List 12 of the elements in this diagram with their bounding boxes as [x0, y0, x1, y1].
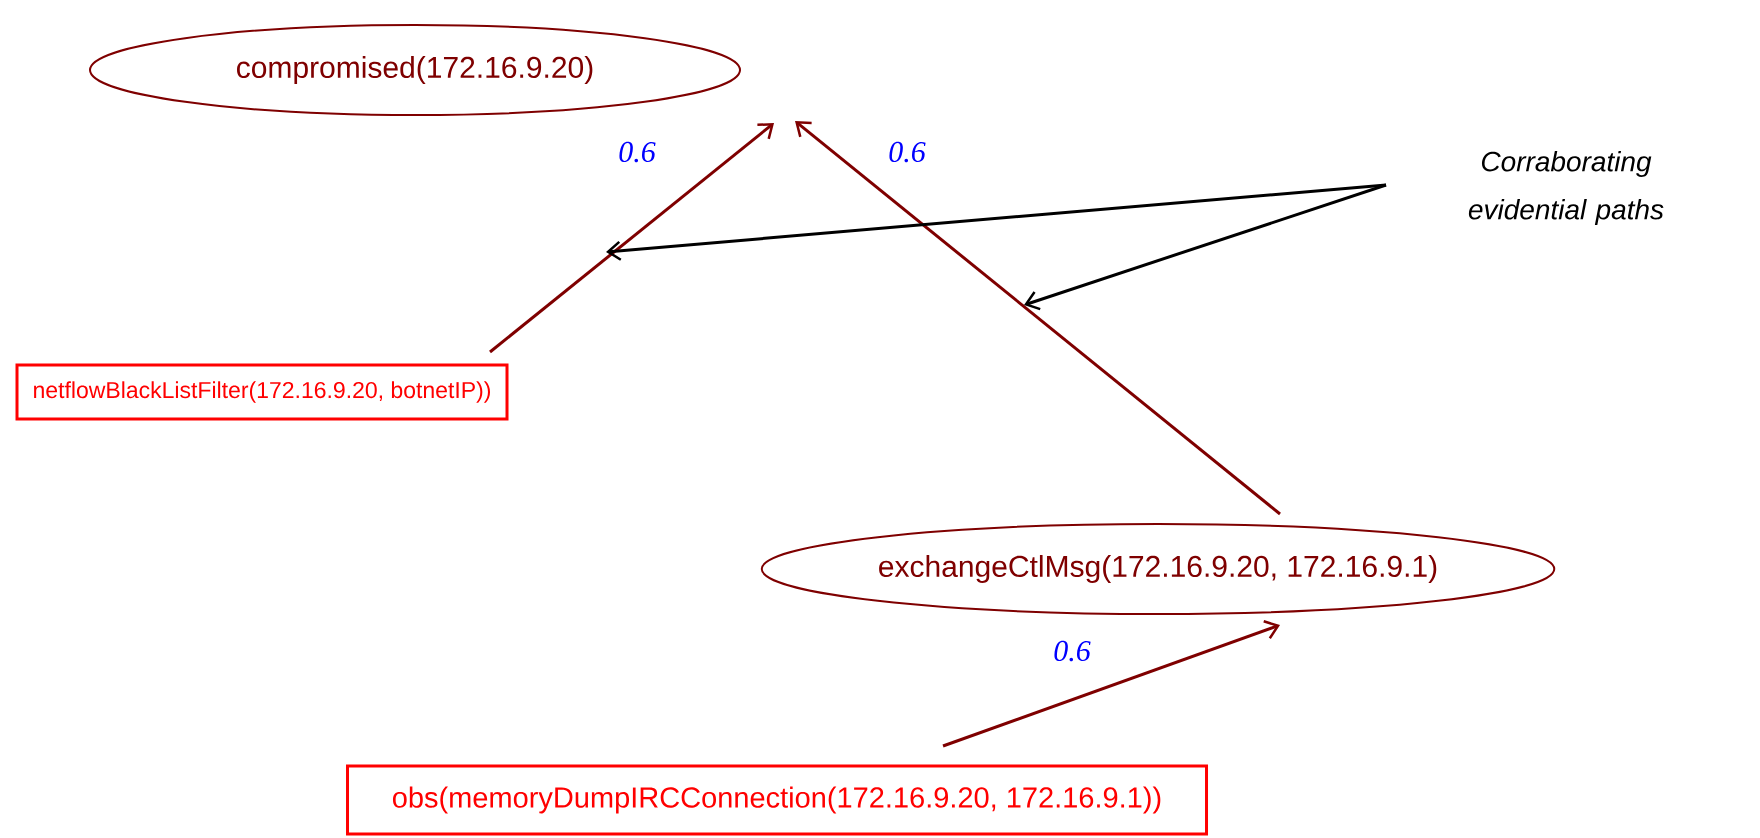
edge-label: 0.6	[1051, 638, 1093, 664]
process-box: obs(memoryDumpIRCConnection(172.16.9.20, 172.16.9.1))	[346, 764, 1208, 836]
arrow	[942, 620, 1281, 748]
ellipse-node: exchangeCtlMsg(172.16.9.20, 172.16.9.1)	[760, 523, 1556, 615]
arrow	[489, 123, 774, 354]
arrow	[795, 121, 1281, 516]
arrow	[1024, 183, 1387, 311]
edge-label: 0.6	[616, 139, 658, 165]
callout-text: Corraborating evidential paths	[1468, 150, 1664, 226]
ellipse-node: compromised(172.16.9.20)	[89, 24, 741, 116]
edge-label: 0.6	[886, 139, 928, 165]
process-box: netflowBlackListFilter(172.16.9.20, botnetIP))	[15, 363, 509, 421]
